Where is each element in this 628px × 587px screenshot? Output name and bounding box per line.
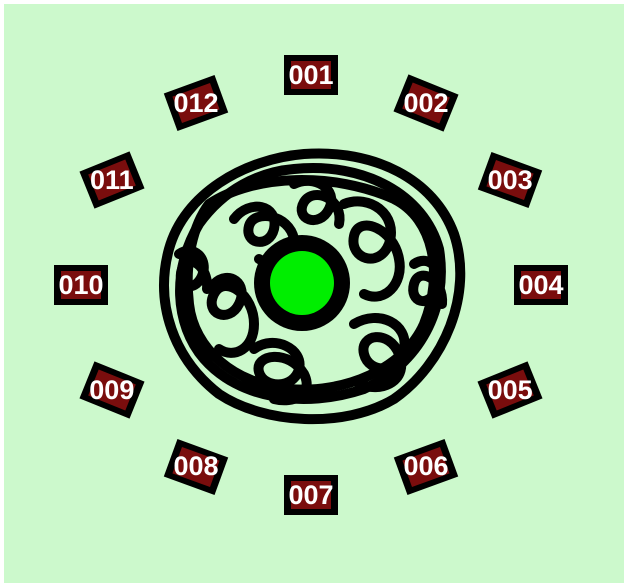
ring-label-005: 005 [472,369,548,411]
scribble-inner-curl-6 [294,181,340,224]
label-text: 008 [173,453,218,480]
ring-label-010: 010 [43,264,119,306]
ring-label-002: 002 [388,82,464,124]
label-text: 003 [488,167,533,194]
ring-label-012: 012 [158,82,234,124]
label-text: 006 [403,453,448,480]
scribble-inner-curl-7 [413,261,442,304]
label-text: 011 [90,167,134,194]
ring-label-007: 007 [273,474,349,516]
label-text: 004 [518,272,563,299]
ring-label-008: 008 [158,446,234,488]
label-text: 009 [89,377,134,404]
label-text: 010 [58,272,103,299]
center-dot [270,251,334,315]
scribble-inner-curl-3 [212,278,254,353]
label-text: 012 [173,90,218,117]
ring-label-009: 009 [74,369,150,411]
label-text: 001 [288,62,333,89]
scribble-inner-curl-8 [179,251,207,289]
ring-label-001: 001 [273,54,349,96]
ring-label-003: 003 [472,159,548,201]
label-text: 005 [488,377,533,404]
label-text: 002 [403,90,448,117]
drawing-canvas: 001 002 003 004 005 006 007 008 009 010 011 012 [4,4,624,583]
ring-label-011: 011 [74,159,150,201]
ring-label-004: 004 [503,264,579,306]
label-text: 007 [288,482,333,509]
scribble-inner-curl-2 [344,201,400,296]
ring-label-006: 006 [388,446,464,488]
